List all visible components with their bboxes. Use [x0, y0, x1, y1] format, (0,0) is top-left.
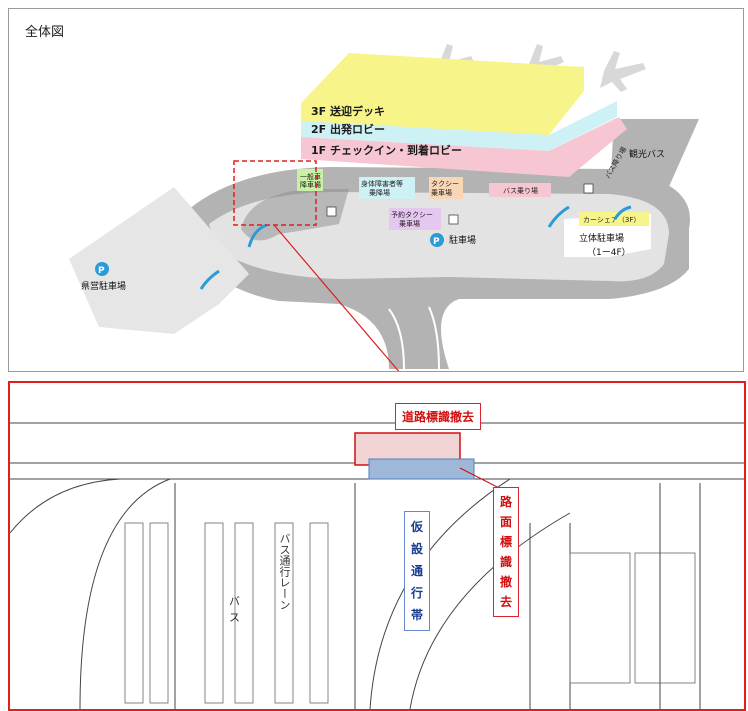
- bus-stop-badge: [489, 183, 551, 197]
- wheelchair-icon-3: [583, 183, 594, 194]
- pref-parking-label: 県営駐車場: [81, 280, 126, 292]
- zoom-leader-line: [273, 224, 400, 371]
- floor-2f-block: [301, 101, 617, 151]
- floor-3f-label: 3F 送迎デッキ: [311, 104, 385, 118]
- floor-1f-name: チェックイン・到着ロビー: [330, 143, 462, 157]
- ippansha-label-2: 降車場: [300, 180, 321, 189]
- kanko-bus-label: 観光バス: [629, 148, 665, 160]
- rittai-label: 立体駐車場: [579, 232, 624, 244]
- taxi-label: タクシー: [431, 179, 459, 188]
- temp-path-callout: 仮 設 通 行 帯: [404, 511, 430, 631]
- road-marking-char-1: 面: [499, 515, 512, 529]
- pref-parking-p-icon: [95, 262, 109, 276]
- bus-stop-label: バス乗り場: [503, 186, 538, 195]
- ippansha-label: 一般車: [300, 172, 321, 181]
- road-marking-char-2: 標: [499, 535, 512, 549]
- zoom-selection-box: [233, 160, 317, 226]
- detail-linework: [10, 422, 744, 709]
- floor-1f-num: 1F: [311, 144, 326, 157]
- yoyaku-label: 予約タクシー: [391, 210, 433, 219]
- road-marking-char-4: 撤: [499, 575, 512, 589]
- floor-1f-label: 1F チェックイン・到着ロビー: [311, 143, 462, 157]
- ramp-lines: [388, 306, 440, 370]
- wheelchair-icon: [326, 206, 337, 217]
- floor-2f-name: 出発ロビー: [330, 122, 385, 136]
- road-marking-callout: 路 面 標 識 撤 去: [493, 487, 519, 617]
- carshare-badge: [579, 212, 649, 226]
- parking-main-label: 駐車場: [449, 234, 476, 246]
- temp-path-area: [368, 458, 475, 480]
- parking-stalls: [124, 522, 696, 704]
- flow-arrows: [199, 205, 632, 290]
- parking-p-letter: P: [433, 237, 440, 247]
- temp-path-char-3: 行: [410, 586, 423, 600]
- overview-map: 3F 送迎デッキ 2F 出発ロビー 1F チェックイン・到着ロビー 一般車 降車…: [69, 44, 699, 371]
- yoyaku-label-2: 乗車場: [399, 219, 420, 228]
- sign-removal-callout: 道路標識撤去: [395, 403, 482, 430]
- shintai-badge: [359, 177, 415, 199]
- floor-1f-block: [301, 117, 627, 177]
- floor-2f-label: 2F 出発ロビー: [311, 122, 385, 136]
- parking-p-icon: [430, 233, 444, 247]
- overview-panel: 全体図 3F 送迎デッキ 2F 出発ロビー 1F チェックイン・到着ロビー 一般…: [8, 8, 744, 372]
- temp-path-char-0: 仮: [410, 520, 423, 534]
- road-marking-char-3: 識: [499, 555, 512, 569]
- rittai-floors-label: （1ー4F）: [587, 247, 631, 258]
- shintai-label-2: 乗降場: [369, 188, 390, 197]
- dark-road-section: [241, 189, 349, 241]
- pref-parking-p-letter: P: [98, 266, 105, 276]
- temp-path-char-2: 通: [410, 564, 423, 578]
- floor-3f-block: [301, 53, 584, 135]
- floor-3f-name: 送迎デッキ: [329, 104, 385, 118]
- prefectural-parking-lot: [69, 187, 249, 334]
- taxi-badge: [429, 177, 463, 199]
- detail-map: [10, 422, 744, 709]
- road-marking-char-5: 去: [499, 595, 512, 609]
- floor-3f-num: 3F: [311, 105, 326, 118]
- temp-path-char-4: 帯: [410, 608, 423, 622]
- road-marking-char-0: 路: [499, 495, 512, 509]
- detail-panel: 道路標識撤去 路 面 標 識 撤 去 仮 設 通 行 帯 バス通行レーン バ ス: [8, 381, 746, 711]
- carshare-label: カーシェア（3F）: [583, 216, 640, 224]
- overview-title: 全体図: [25, 25, 65, 40]
- wheelchair-icon-2: [448, 214, 459, 225]
- temp-path-char-1: 設: [410, 542, 423, 556]
- bus-bay-label: バ ス: [229, 595, 240, 624]
- bus-lane-label: バス通行レーン: [278, 533, 291, 610]
- yoyaku-badge: [389, 208, 441, 230]
- taxi-label-2: 乗車場: [431, 188, 452, 197]
- shintai-label: 身体障害者等: [361, 179, 403, 188]
- floor-2f-num: 2F: [311, 123, 326, 136]
